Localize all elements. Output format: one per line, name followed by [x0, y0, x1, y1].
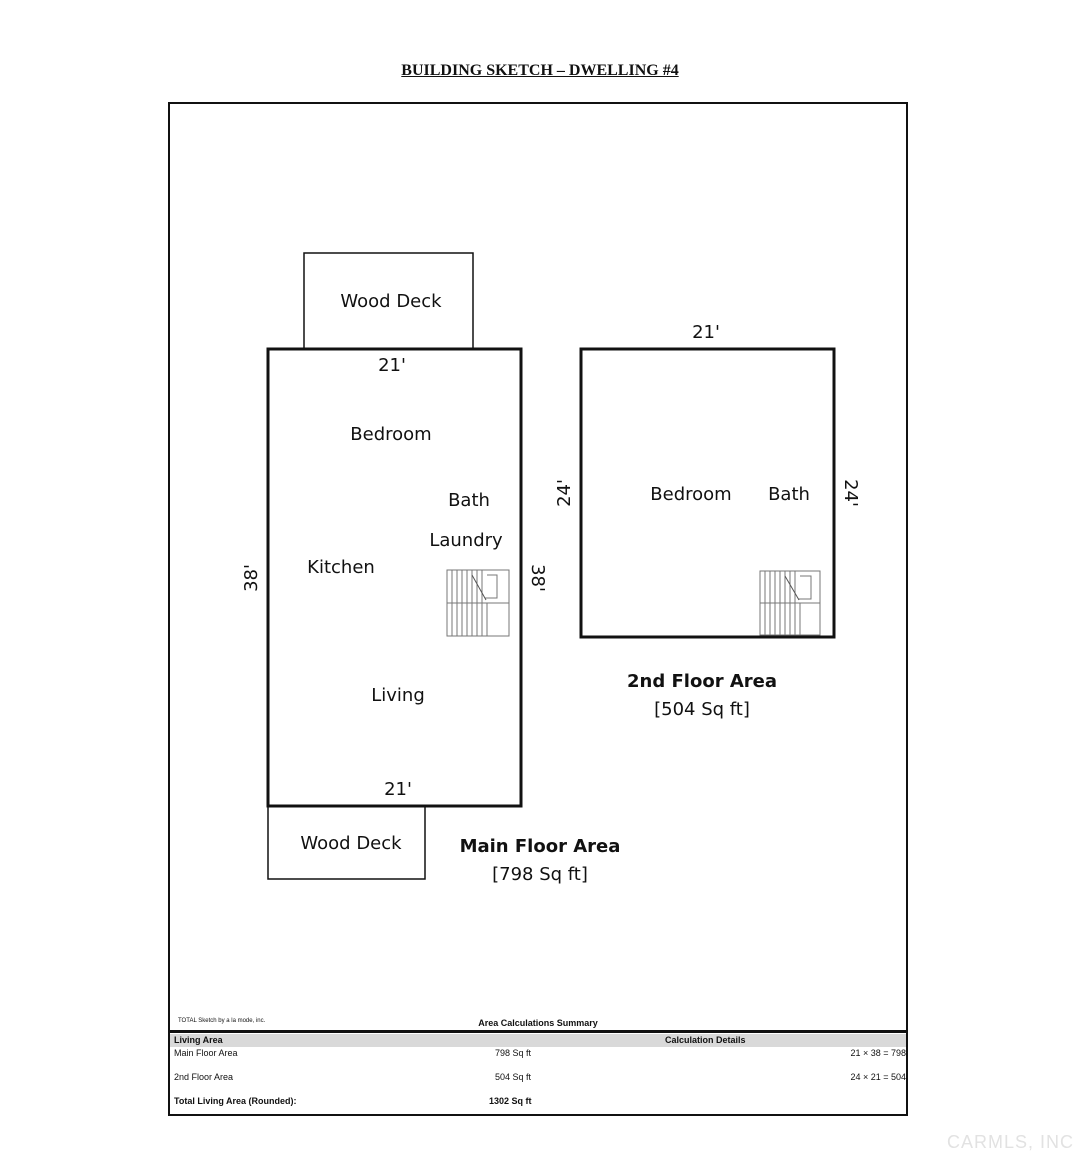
main-room-bath: Bath — [448, 490, 490, 511]
area-calculations-summary: TOTAL Sketch by a la mode, inc. Area Cal… — [170, 1014, 906, 1114]
main-bottom-deck-outline — [267, 805, 426, 880]
page-title: BUILDING SKETCH – DWELLING #4 — [401, 62, 679, 79]
row-calc: 24 × 21 = 504 — [850, 1072, 906, 1082]
main-floor-outline — [266, 347, 523, 808]
header-calculation-details: Calculation Details — [665, 1035, 746, 1045]
watermark: CARMLS, INC — [946, 1132, 1074, 1152]
second-area-title: 2nd Floor Area — [627, 671, 777, 692]
second-dim-left: 24' — [554, 479, 575, 507]
row-calc: 21 × 38 = 798 — [850, 1048, 906, 1058]
main-top-deck-label: Wood Deck — [340, 291, 442, 312]
main-bottom-deck-label: Wood Deck — [300, 833, 402, 854]
main-dim-right: 38' — [527, 564, 548, 592]
row-value: 798 Sq ft — [495, 1048, 532, 1058]
row-label: 2nd Floor Area — [174, 1072, 234, 1082]
summary-header: Living Area Calculation Details — [170, 1034, 906, 1047]
second-area-value: [504 Sq ft] — [654, 699, 750, 720]
main-area-value: [798 Sq ft] — [492, 864, 588, 885]
main-room-bedroom: Bedroom — [350, 424, 431, 445]
total-label: Total Living Area (Rounded): — [174, 1096, 297, 1106]
total-row: Total Living Area (Rounded): 1302 Sq ft — [170, 1096, 906, 1110]
software-note: TOTAL Sketch by a la mode, inc. — [178, 1018, 266, 1024]
main-area-title: Main Floor Area — [460, 836, 621, 857]
second-room-bedroom: Bedroom — [650, 484, 731, 505]
second-room-bath: Bath — [768, 484, 810, 505]
second-dim-right: 24' — [840, 479, 861, 507]
row-label: Main Floor Area — [174, 1048, 238, 1058]
summary-divider — [170, 1030, 906, 1033]
main-stairs-icon — [446, 569, 510, 637]
sketch-frame — [168, 102, 908, 1116]
second-stairs-icon — [759, 570, 821, 636]
row-value: 504 Sq ft — [495, 1072, 532, 1082]
table-row: 2nd Floor Area 504 Sq ft 24 × 21 = 504 — [170, 1072, 906, 1086]
second-dim-top: 21' — [692, 322, 720, 343]
main-room-kitchen: Kitchen — [307, 557, 375, 578]
main-dim-bottom: 21' — [384, 779, 412, 800]
main-dim-top: 21' — [378, 355, 406, 376]
main-room-living: Living — [371, 685, 425, 706]
summary-title: Area Calculations Summary — [478, 1018, 598, 1028]
main-dim-left: 38' — [241, 564, 262, 592]
main-room-laundry: Laundry — [429, 530, 503, 551]
header-living-area: Living Area — [174, 1035, 223, 1045]
second-floor-outline — [579, 347, 836, 639]
table-row: Main Floor Area 798 Sq ft 21 × 38 = 798 — [170, 1048, 906, 1062]
total-value: 1302 Sq ft — [489, 1096, 532, 1106]
